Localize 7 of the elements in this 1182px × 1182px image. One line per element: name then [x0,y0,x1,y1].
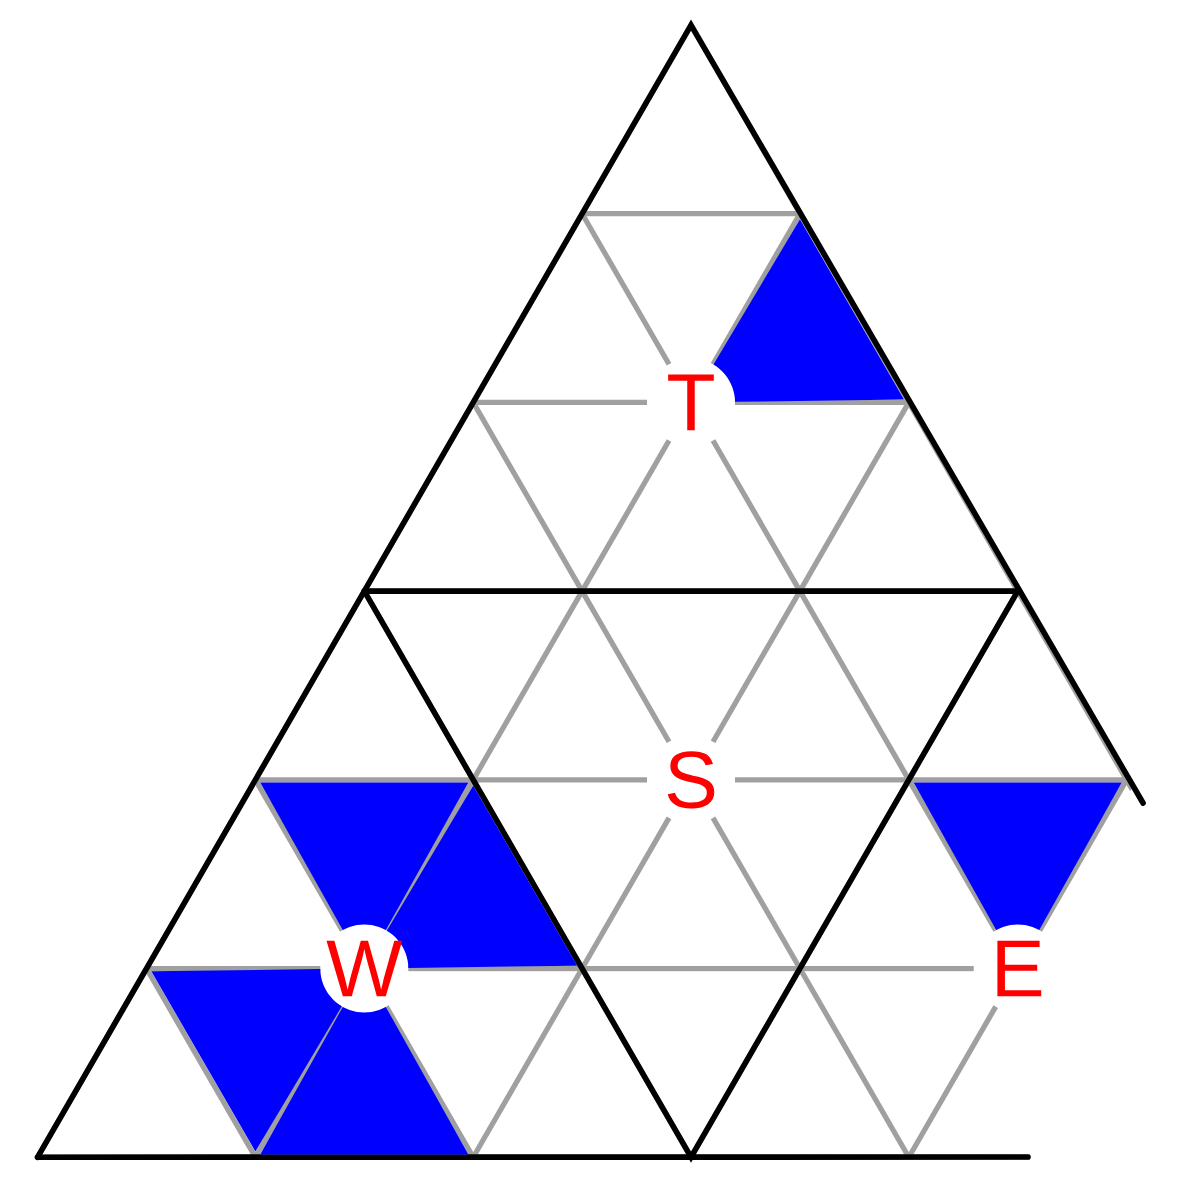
point-label: T [668,374,714,431]
point-label: W [326,940,403,997]
point-label: S [667,751,715,809]
shaded-triangle [260,1006,469,1155]
shaded-triangle [713,219,904,402]
shaded-triangle [260,782,469,931]
shaded-triangle [913,782,1122,931]
